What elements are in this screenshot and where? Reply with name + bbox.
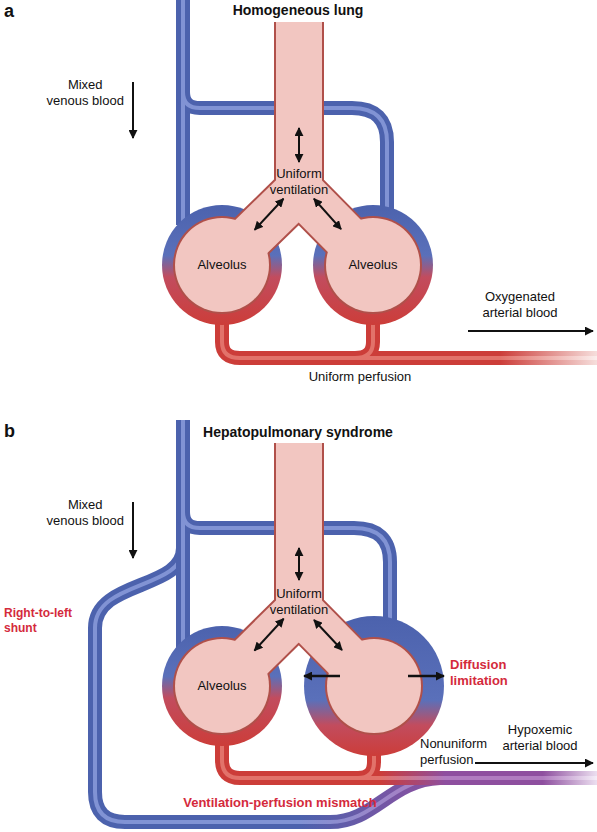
node-text: Alveolus — [197, 257, 246, 273]
alveolus: Alveolus — [175, 639, 269, 733]
annotation: Mixed venous blood — [46, 497, 125, 529]
node-text: Uniform ventilation — [264, 166, 334, 198]
annotation: Nonuniform perfusion — [420, 736, 492, 768]
alveolus-space — [326, 218, 420, 312]
annotation: Ventilation-perfusion mismatch — [150, 795, 410, 811]
annotation: Hypoxemic arterial blood — [494, 722, 586, 754]
alveolus: Alveolus — [175, 218, 269, 312]
diffusion-arrow — [408, 675, 444, 678]
airway — [173, 22, 422, 314]
alveolus-space — [327, 639, 421, 733]
vessel-highlight — [181, 0, 185, 225]
vessel-highlight — [181, 420, 185, 650]
node-text: Uniform ventilation — [264, 586, 334, 618]
ventilation-arrow — [314, 620, 342, 650]
alveolus-space — [175, 218, 269, 312]
flow-arrow — [475, 762, 593, 764]
node-text: Alveolus — [348, 257, 397, 273]
ventilation-arrow — [298, 128, 300, 162]
ventilation-arrow — [255, 199, 284, 230]
flow-arrow — [132, 502, 134, 558]
ventilation-arrow — [254, 619, 283, 651]
annotation: Right-to-left shunt — [4, 606, 84, 636]
flow-arrow — [132, 82, 134, 138]
ventilation-arrow — [298, 548, 300, 580]
annotation: Homogeneous lung — [198, 2, 398, 18]
diffusion-arrow — [304, 675, 340, 678]
annotation: Oxygenated arterial blood — [470, 289, 570, 321]
flow-arrow — [468, 330, 593, 332]
airway — [173, 443, 423, 735]
airway-junction: Uniform ventilation — [264, 166, 334, 198]
arterial-vessel — [222, 315, 597, 358]
annotation: Mixed venous blood — [46, 77, 125, 109]
ventilation-arrow — [314, 199, 341, 229]
alveolus-space — [175, 639, 269, 733]
venous-vessel — [176, 420, 190, 650]
arterial-vessel — [222, 315, 597, 358]
alveolus: Alveolus — [326, 218, 420, 312]
vessel-highlight — [222, 315, 597, 358]
annotation: b — [4, 421, 28, 441]
airway-junction: Uniform ventilation — [264, 586, 334, 618]
annotation: Hepatopulmonary syndrome — [168, 424, 428, 440]
annotation: Diffusion limitation — [450, 657, 530, 689]
node-text: Alveolus — [197, 678, 246, 694]
annotation: a — [4, 1, 28, 21]
annotation: Uniform perfusion — [290, 369, 430, 385]
